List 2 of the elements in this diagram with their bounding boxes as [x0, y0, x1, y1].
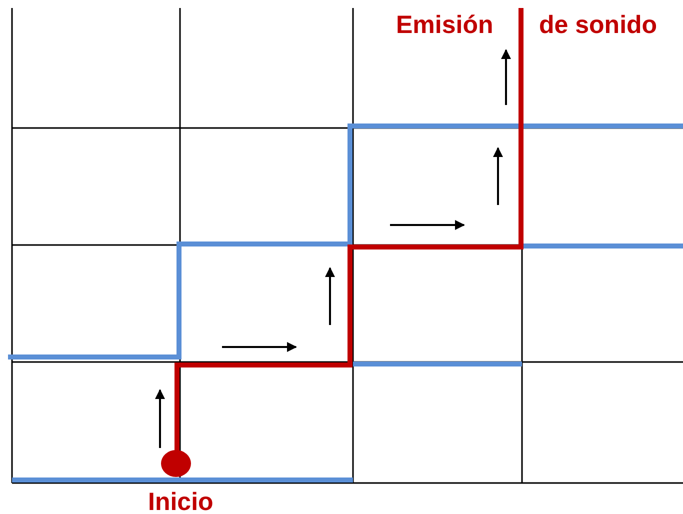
- start-dot: [161, 450, 191, 477]
- start-label: Inicio: [148, 487, 214, 514]
